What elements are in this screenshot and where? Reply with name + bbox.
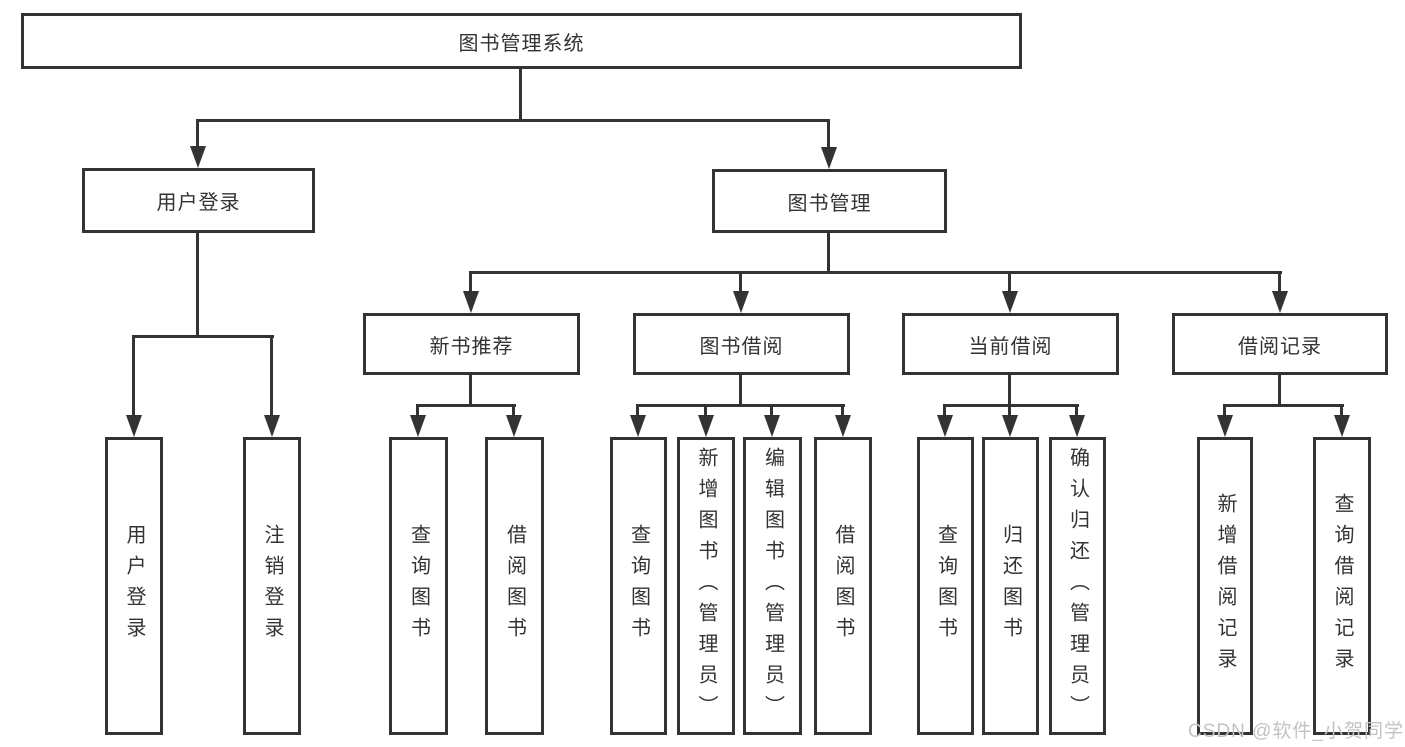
node-borrow-record: 借阅记录 <box>1172 313 1388 375</box>
connector-current-drop-2 <box>1008 404 1011 417</box>
connector-borrow-drop-3 <box>770 404 773 417</box>
connector-userlogin-hline <box>133 335 274 338</box>
arrowhead-down-icon <box>1272 291 1288 313</box>
node-root-label: 图书管理系统 <box>458 32 585 55</box>
connector-record-hline <box>1223 404 1344 407</box>
connector-root-drop-2 <box>827 119 830 149</box>
connector-recommend-stem <box>469 375 472 406</box>
connector-root-hline <box>197 119 830 122</box>
connector-bookmgmt-stem <box>827 233 830 274</box>
leaf-logout-label: 注销登录 <box>261 524 283 648</box>
connector-record-drop-1 <box>1223 404 1226 417</box>
arrowhead-down-icon <box>630 415 646 437</box>
leaf-edit-books-admin-label: 编辑图书（管理员） <box>761 446 784 726</box>
arrowhead-down-icon <box>1334 415 1350 437</box>
connector-bookmgmt-drop-2 <box>739 271 742 293</box>
connector-current-hline <box>943 404 1079 407</box>
leaf-query-books-current: 查询图书 <box>917 437 974 735</box>
arrowhead-down-icon <box>126 415 142 437</box>
connector-root-stem <box>519 69 522 121</box>
leaf-query-borrow-record: 查询借阅记录 <box>1313 437 1371 735</box>
connector-bookmgmt-drop-1 <box>469 271 472 293</box>
leaf-edit-books-admin: 编辑图书（管理员） <box>743 437 802 735</box>
arrowhead-down-icon <box>190 146 206 168</box>
leaf-add-books-admin-label: 新增图书（管理员） <box>695 446 717 726</box>
connector-userlogin-drop-1 <box>132 335 135 417</box>
connector-recommend-hline <box>416 404 516 407</box>
connector-bookmgmt-drop-3 <box>1008 271 1011 293</box>
leaf-query-books-borrow-label: 查询图书 <box>627 524 650 648</box>
leaf-query-books-current-label: 查询图书 <box>934 524 957 648</box>
connector-borrow-stem <box>739 375 742 406</box>
node-new-book-recommend-label: 新书推荐 <box>429 335 514 358</box>
arrowhead-down-icon <box>733 291 749 313</box>
node-root: 图书管理系统 <box>21 13 1022 69</box>
leaf-query-books-recommend: 查询图书 <box>389 437 448 735</box>
leaf-borrow-books-recommend: 借阅图书 <box>485 437 544 735</box>
connector-record-stem <box>1278 375 1281 406</box>
leaf-return-books: 归还图书 <box>982 437 1039 735</box>
leaf-user-login: 用户登录 <box>105 437 163 735</box>
arrowhead-down-icon <box>410 415 426 437</box>
connector-current-stem <box>1008 375 1011 406</box>
leaf-add-borrow-record-label: 新增借阅记录 <box>1214 493 1236 679</box>
arrowhead-down-icon <box>1069 415 1085 437</box>
leaf-borrow-books-recommend-label: 借阅图书 <box>503 524 526 648</box>
connector-borrow-drop-2 <box>704 404 707 417</box>
leaf-borrow-books-label: 借阅图书 <box>832 524 854 648</box>
arrowhead-down-icon <box>463 291 479 313</box>
connector-bookmgmt-hline <box>469 271 1282 274</box>
node-user-login: 用户登录 <box>82 168 315 233</box>
node-current-borrow: 当前借阅 <box>902 313 1119 375</box>
leaf-query-books-recommend-label: 查询图书 <box>407 524 430 648</box>
connector-borrow-drop-1 <box>636 404 639 417</box>
node-current-borrow-label: 当前借阅 <box>968 335 1053 358</box>
leaf-borrow-books: 借阅图书 <box>814 437 872 735</box>
arrowhead-down-icon <box>1002 415 1018 437</box>
watermark: CSDN @软件_小贺同学 <box>1188 721 1404 742</box>
connector-userlogin-drop-2 <box>270 335 273 417</box>
leaf-query-borrow-record-label: 查询借阅记录 <box>1331 493 1353 679</box>
connector-userlogin-stem <box>196 233 199 337</box>
arrowhead-down-icon <box>264 415 280 437</box>
arrowhead-down-icon <box>1217 415 1233 437</box>
connector-record-drop-2 <box>1340 404 1343 417</box>
node-user-login-label: 用户登录 <box>156 192 241 214</box>
connector-borrow-hline <box>636 404 845 407</box>
node-borrow-record-label: 借阅记录 <box>1238 335 1322 358</box>
arrowhead-down-icon <box>821 147 837 169</box>
connector-borrow-drop-4 <box>841 404 844 417</box>
leaf-user-login-label: 用户登录 <box>123 524 145 648</box>
node-new-book-recommend: 新书推荐 <box>363 313 580 375</box>
connector-current-drop-1 <box>943 404 946 417</box>
leaf-logout: 注销登录 <box>243 437 301 735</box>
connector-recommend-drop-1 <box>416 404 419 417</box>
node-book-management-label: 图书管理 <box>787 192 872 215</box>
leaf-confirm-return-admin-label: 确认归还（管理员） <box>1066 446 1089 726</box>
arrowhead-down-icon <box>1002 291 1018 313</box>
connector-current-drop-3 <box>1075 404 1078 417</box>
leaf-return-books-label: 归还图书 <box>999 524 1022 648</box>
leaf-add-borrow-record: 新增借阅记录 <box>1197 437 1253 735</box>
arrowhead-down-icon <box>764 415 780 437</box>
node-book-management: 图书管理 <box>712 169 947 233</box>
node-book-borrow: 图书借阅 <box>633 313 850 375</box>
leaf-confirm-return-admin: 确认归还（管理员） <box>1049 437 1106 735</box>
node-book-borrow-label: 图书借阅 <box>699 335 784 358</box>
connector-recommend-drop-2 <box>512 404 515 417</box>
arrowhead-down-icon <box>506 415 522 437</box>
arrowhead-down-icon <box>698 415 714 437</box>
connector-root-drop-1 <box>196 119 199 148</box>
arrowhead-down-icon <box>937 415 953 437</box>
leaf-add-books-admin: 新增图书（管理员） <box>677 437 735 735</box>
connector-bookmgmt-drop-4 <box>1278 271 1281 293</box>
leaf-query-books-borrow: 查询图书 <box>610 437 667 735</box>
arrowhead-down-icon <box>835 415 851 437</box>
